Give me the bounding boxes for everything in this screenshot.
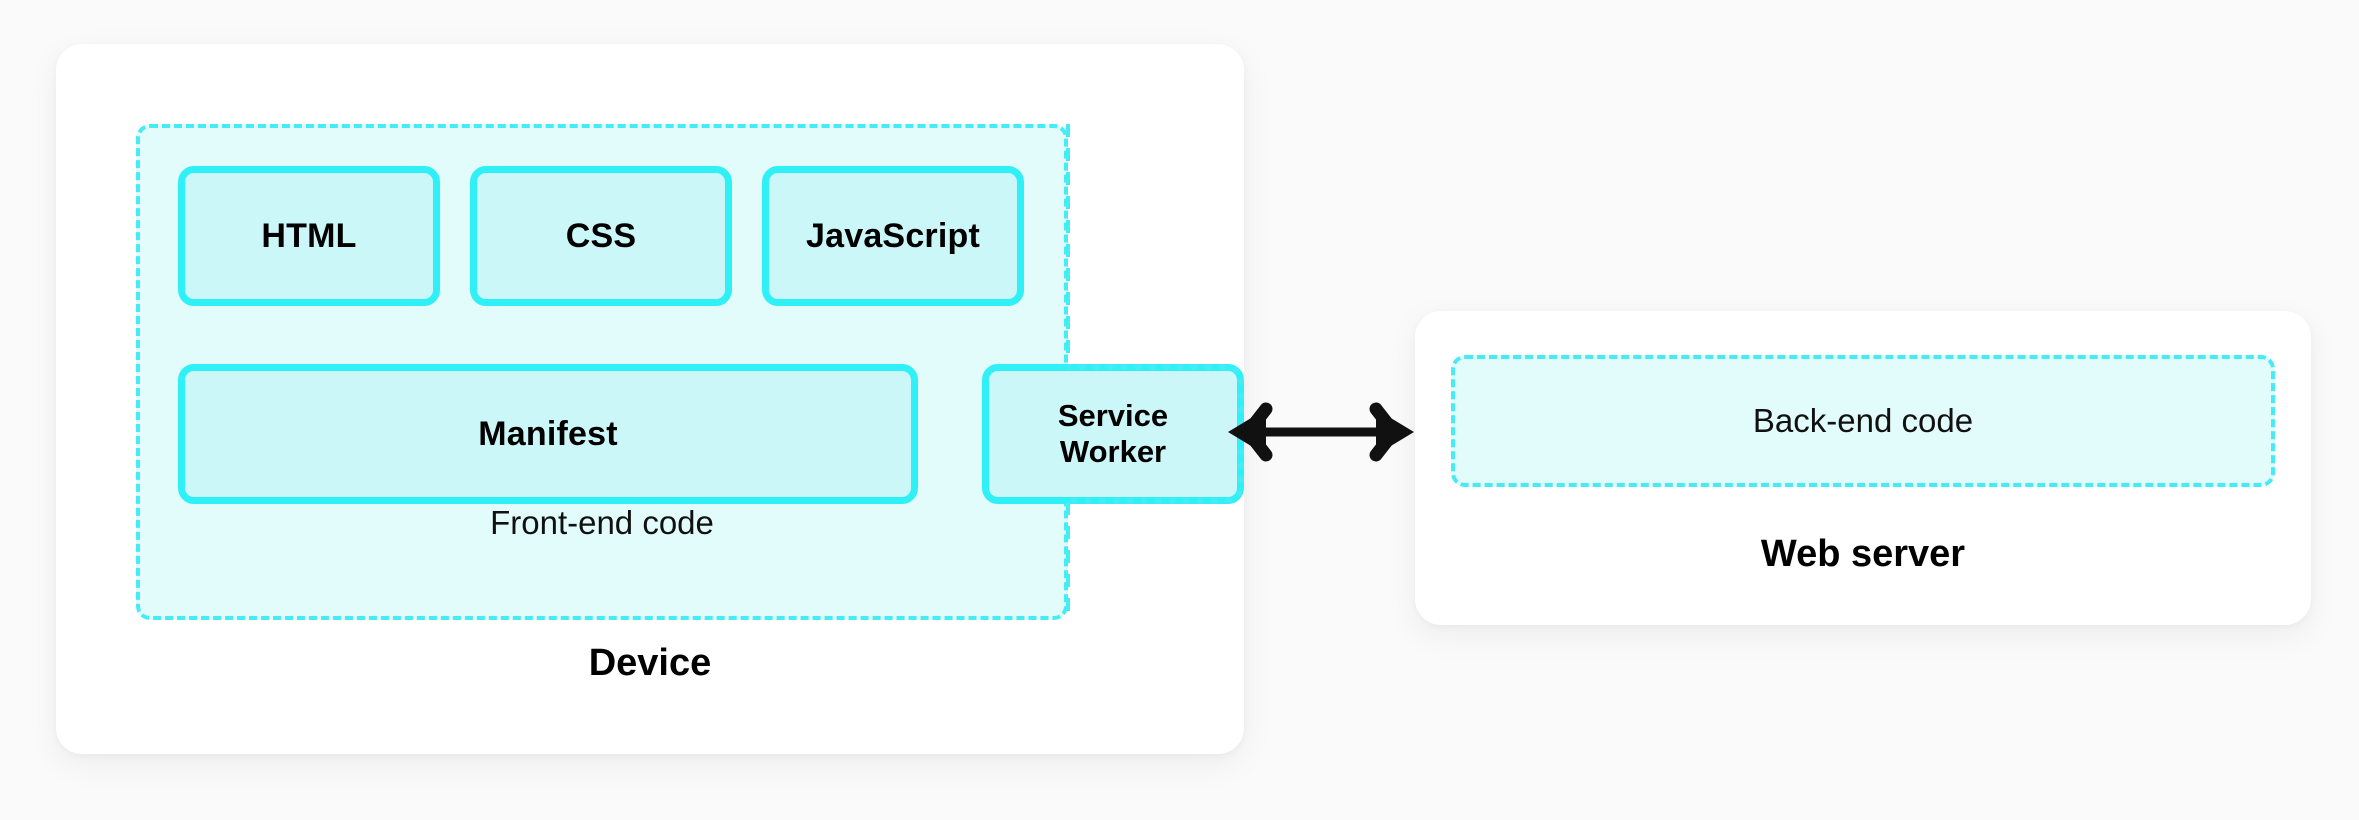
web-server-panel: Back-end code Web server: [1415, 311, 2311, 625]
javascript-box[interactable]: JavaScript: [762, 166, 1024, 306]
backend-code-label: Back-end code: [1752, 402, 1974, 439]
service-worker-label-line2: Worker: [1059, 434, 1167, 469]
frontend-code-label: Front-end code: [490, 504, 714, 541]
service-worker-box[interactable]: Service Worker: [982, 364, 1244, 504]
web-server-label: Web server: [1760, 533, 1966, 575]
html-box[interactable]: HTML: [178, 166, 440, 306]
device-panel: Front-end code HTML CSS JavaScript Manif…: [56, 44, 1244, 754]
manifest-box[interactable]: Manifest: [178, 364, 918, 504]
frontend-group-edge-lower: [1066, 502, 1070, 622]
service-worker-label-line1: Service: [1057, 398, 1169, 434]
frontend-group-edge-upper: [1066, 124, 1070, 366]
device-label: Device: [588, 642, 712, 684]
backend-code-group: Back-end code: [1451, 355, 2275, 487]
css-box[interactable]: CSS: [470, 166, 732, 306]
bidirectional-arrow-icon: [1228, 402, 1414, 462]
